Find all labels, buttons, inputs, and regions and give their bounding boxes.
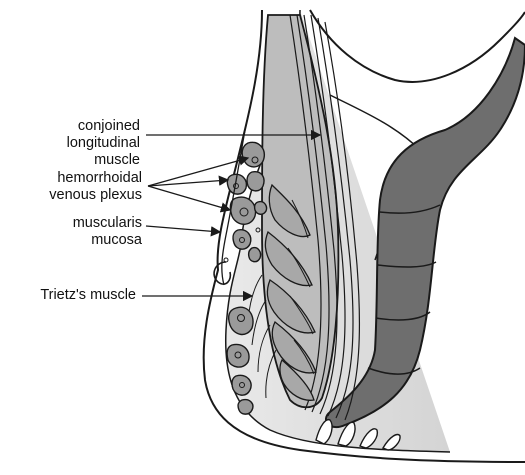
pointer-hemorrhoidal-3 (148, 186, 230, 210)
pointer-muscularis (146, 226, 220, 232)
label-conjoined-line3: muscle (40, 152, 140, 169)
label-hemorrhoidal-line1: hemorrhoidal (30, 170, 142, 187)
label-muscularis-mucosa: muscularis mucosa (30, 215, 142, 249)
label-hemorrhoidal-line2: venous plexus (30, 187, 142, 204)
label-muscularis-line1: muscularis (30, 215, 142, 232)
levator-outline (310, 10, 525, 82)
label-conjoined-longitudinal-muscle: conjoined longitudinal muscle (40, 118, 140, 169)
label-conjoined-line1: conjoined (40, 118, 140, 135)
label-trietz-muscle: Trietz's muscle (10, 287, 136, 304)
label-muscularis-line2: mucosa (30, 232, 142, 249)
label-hemorrhoidal-venous-plexus: hemorrhoidal venous plexus (30, 170, 142, 204)
label-trietz-text: Trietz's muscle (10, 287, 136, 304)
label-conjoined-line2: longitudinal (40, 135, 140, 152)
